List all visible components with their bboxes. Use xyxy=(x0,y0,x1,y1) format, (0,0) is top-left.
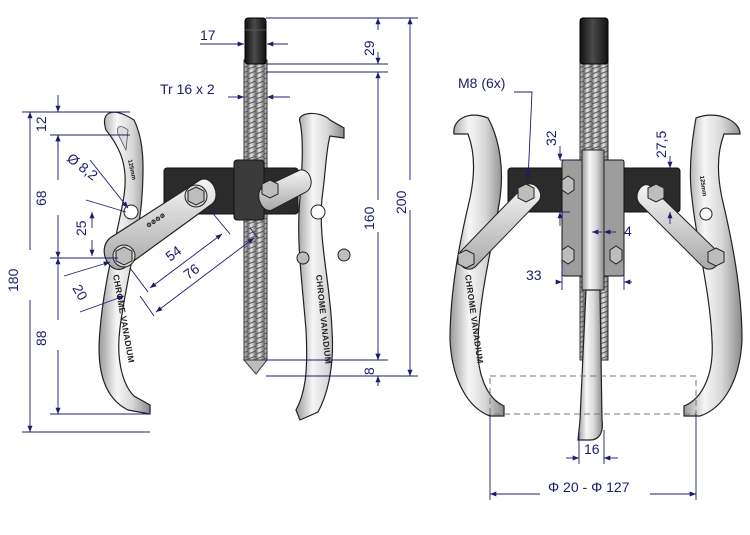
right-view-right-jaw: 125mm xyxy=(636,114,743,417)
dim-plate-height: 32 xyxy=(543,130,559,146)
dim-screw-tip: 8 xyxy=(361,367,377,375)
dim-nut-height: 29 xyxy=(361,40,377,56)
right-view-left-jaw: CHROME VANADIUM xyxy=(449,114,542,417)
center-jaw xyxy=(577,289,603,441)
dim-center-width: 16 xyxy=(584,441,600,457)
left-dimensions xyxy=(22,17,418,433)
dim-thread: Tr 16 x 2 xyxy=(160,81,215,97)
dim-gap: 4 xyxy=(624,223,632,239)
left-size-mark: 125mm xyxy=(126,159,136,180)
dim-plate-right: 27,5 xyxy=(653,131,669,158)
dim-jaw-tip: 12 xyxy=(33,116,49,132)
dim-hex-width: 17 xyxy=(200,27,216,43)
dim-screw-stroke: 160 xyxy=(361,206,377,230)
dim-screw-total: 200 xyxy=(393,190,409,214)
left-yoke-hub xyxy=(233,159,265,221)
dim-link-pitch: 54 xyxy=(162,242,184,264)
right-jaw-side: CHROME VANADIUM xyxy=(258,112,351,421)
dim-lower-arm: 88 xyxy=(33,330,49,346)
left-link: ⚙⚙⚙⚙ xyxy=(103,178,217,271)
dim-total-height: 180 xyxy=(5,268,21,292)
workpiece-outline xyxy=(489,375,697,415)
dim-hole-diameter: Ø 8,2 xyxy=(64,150,101,184)
dim-link-offset: 25 xyxy=(73,220,89,236)
rv-size-mark: 125mm xyxy=(698,175,707,196)
dim-hub-width: 33 xyxy=(526,267,542,283)
dim-bolt: M8 (6x) xyxy=(458,75,505,91)
dim-range: Φ 20 - Φ 127 xyxy=(548,479,630,495)
right-view: CHROME VANADIUM 125mm xyxy=(449,17,743,500)
dim-link-width: 20 xyxy=(69,282,91,304)
dim-upper-arm: 68 xyxy=(33,190,49,206)
right-dimensions xyxy=(489,91,697,500)
left-view: CHROME VANADIUM 125mm ⚙⚙⚙⚙ CHROME VANADI… xyxy=(5,17,418,433)
